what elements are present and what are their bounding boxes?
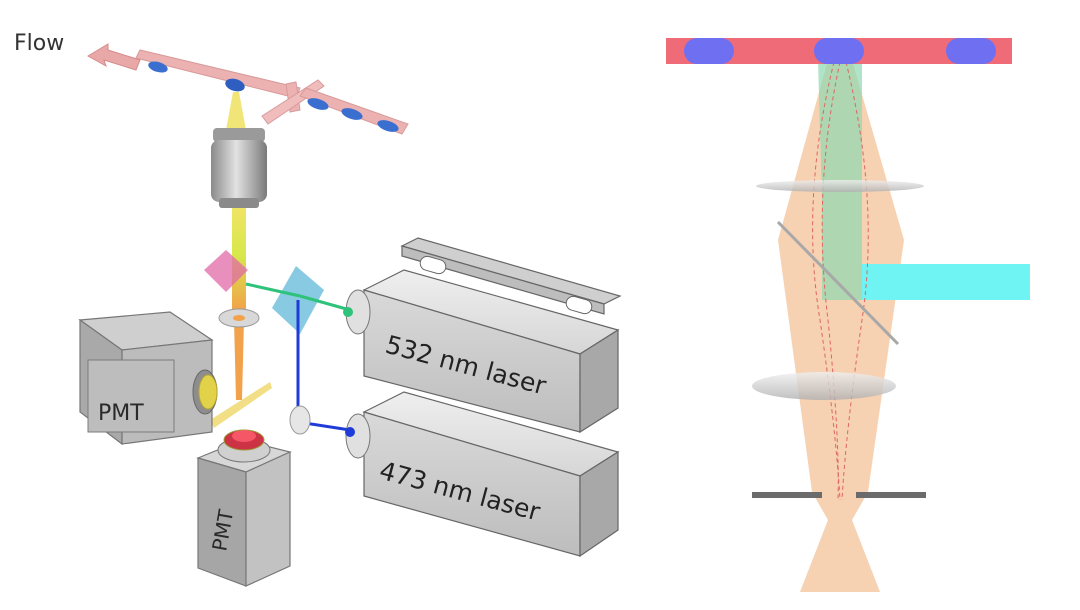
ray-path: [841, 61, 869, 501]
cell: [307, 98, 329, 110]
flow-arrow-icon: [87, 43, 141, 71]
green-beam: [245, 282, 301, 298]
objective-lens: [211, 128, 267, 208]
filter-aperture: [233, 315, 245, 321]
ray-path: [821, 61, 841, 501]
pinhole-right: [856, 492, 926, 498]
fold-mirror: [289, 405, 311, 435]
laser-532: 532 nm laser: [343, 237, 622, 434]
emission-cone: [778, 60, 904, 592]
pmt-detector-1: PMT: [78, 311, 218, 446]
ray-path: [812, 61, 841, 501]
right-cell: [814, 38, 864, 64]
beamsplitter-blade: [210, 382, 272, 428]
emission-beam: [234, 320, 244, 400]
green-beam: [299, 294, 351, 312]
pinhole-left: [752, 492, 822, 498]
dichroic-line: [776, 220, 900, 346]
lens-upper: [756, 180, 924, 192]
right-cell: [684, 38, 734, 64]
focus-beam: [226, 92, 246, 130]
left-schematic: Flow: [14, 31, 622, 587]
laser-473: 473 nm laser: [345, 391, 620, 558]
cyan-beam: [862, 264, 1030, 300]
microfluidic-channel: [135, 49, 409, 135]
cell: [148, 61, 168, 73]
flow-label: Flow: [14, 31, 64, 56]
cell: [341, 108, 363, 120]
main-beam: [232, 200, 246, 310]
cell: [225, 78, 245, 92]
pmt-detector-2: PMT: [196, 429, 292, 587]
lens-lower: [752, 372, 896, 400]
dichroic-mirror-pink: [204, 250, 248, 292]
cell: [377, 120, 399, 132]
right-cell: [946, 38, 996, 64]
right-optical-path: [666, 38, 1030, 592]
pmt-label-1: PMT: [98, 401, 144, 426]
